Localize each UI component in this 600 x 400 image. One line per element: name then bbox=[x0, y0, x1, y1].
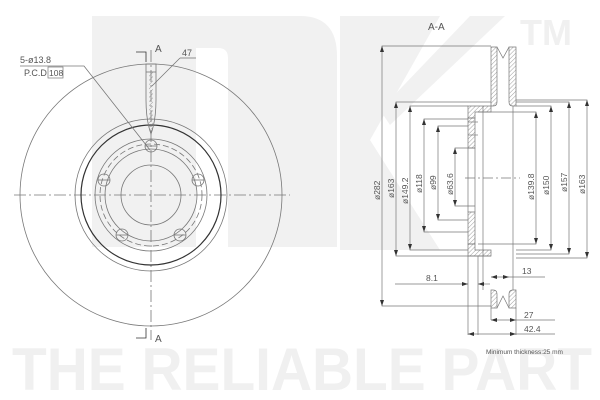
section-title: A-A bbox=[428, 22, 445, 33]
vent-dimension-leader bbox=[151, 57, 181, 87]
pcd-value: 108 bbox=[49, 68, 63, 78]
pcd-value-box bbox=[47, 66, 64, 79]
hat-flange-bottom bbox=[467, 243, 492, 257]
watermark-tm: TM bbox=[520, 12, 572, 53]
pcd-label: P.C.D bbox=[24, 68, 47, 78]
vent-dimension-label: 47 bbox=[182, 48, 192, 58]
hat-wall-bottom bbox=[467, 211, 476, 245]
watermark-slogan: THE RELIABLE PART bbox=[12, 336, 592, 400]
hole-callout-label: 5-ø13.8 bbox=[20, 55, 51, 65]
front-view bbox=[14, 50, 290, 340]
vent-slot bbox=[145, 63, 157, 136]
dim-label-139-8: ø139.8 bbox=[526, 173, 536, 200]
hole-callout-leader bbox=[20, 65, 151, 151]
bolt-ring-outer bbox=[94, 138, 208, 252]
dim-label-282: ø282 bbox=[372, 180, 382, 200]
dim-label-150: ø150 bbox=[541, 175, 551, 195]
dim-label-63-6: ø63.6 bbox=[445, 173, 455, 195]
section-view-labels: A-A ø282 ø163 ø149.2 ø118 ø99 ø63.6 ø139… bbox=[372, 22, 587, 356]
section-marker-top bbox=[136, 51, 147, 62]
section-marker-bottom-label: A bbox=[155, 334, 162, 345]
dim-label-13: 13 bbox=[522, 266, 532, 276]
dim-label-157: ø157 bbox=[559, 172, 569, 192]
left-dimension-lines bbox=[381, 45, 491, 307]
dim-label-118: ø118 bbox=[414, 174, 424, 193]
dim-label-99: ø99 bbox=[428, 175, 438, 190]
hat-wall-top bbox=[467, 117, 476, 149]
minimum-thickness-note: Minimum thickness:25 mm bbox=[486, 349, 563, 356]
section-view-arrows bbox=[380, 46, 589, 336]
section-marker-top-label: A bbox=[155, 44, 162, 55]
dim-label-163-left: ø163 bbox=[386, 178, 396, 198]
center-bore bbox=[120, 164, 182, 226]
dim-label-42-4: 42.4 bbox=[524, 324, 541, 334]
dim-label-27: 27 bbox=[524, 310, 534, 320]
vent-slot-hatch bbox=[149, 72, 153, 130]
friction-ring-right bbox=[508, 46, 517, 309]
bolt-pcd-circle bbox=[99, 143, 203, 247]
watermark-n-shape bbox=[92, 16, 337, 247]
right-dimension-lines bbox=[478, 99, 588, 259]
vent-top bbox=[496, 46, 510, 59]
bolt-ring-inner bbox=[104, 148, 198, 242]
front-view-labels: 5-ø13.8 P.C.D 108 47 A A bbox=[20, 44, 192, 345]
vent-bottom bbox=[496, 295, 510, 309]
section-marker-bottom bbox=[136, 328, 147, 339]
dim-label-163-right: ø163 bbox=[577, 174, 587, 194]
dim-label-8-1: 8.1 bbox=[426, 273, 438, 283]
watermark-logo: TM THE RELIABLE PART bbox=[12, 12, 592, 400]
watermark-k-shape bbox=[340, 16, 440, 250]
watermark-k-stroke bbox=[380, 16, 505, 125]
section-view bbox=[381, 45, 588, 335]
friction-ring-left bbox=[490, 46, 498, 309]
dim-label-149-2: ø149.2 bbox=[400, 177, 410, 204]
